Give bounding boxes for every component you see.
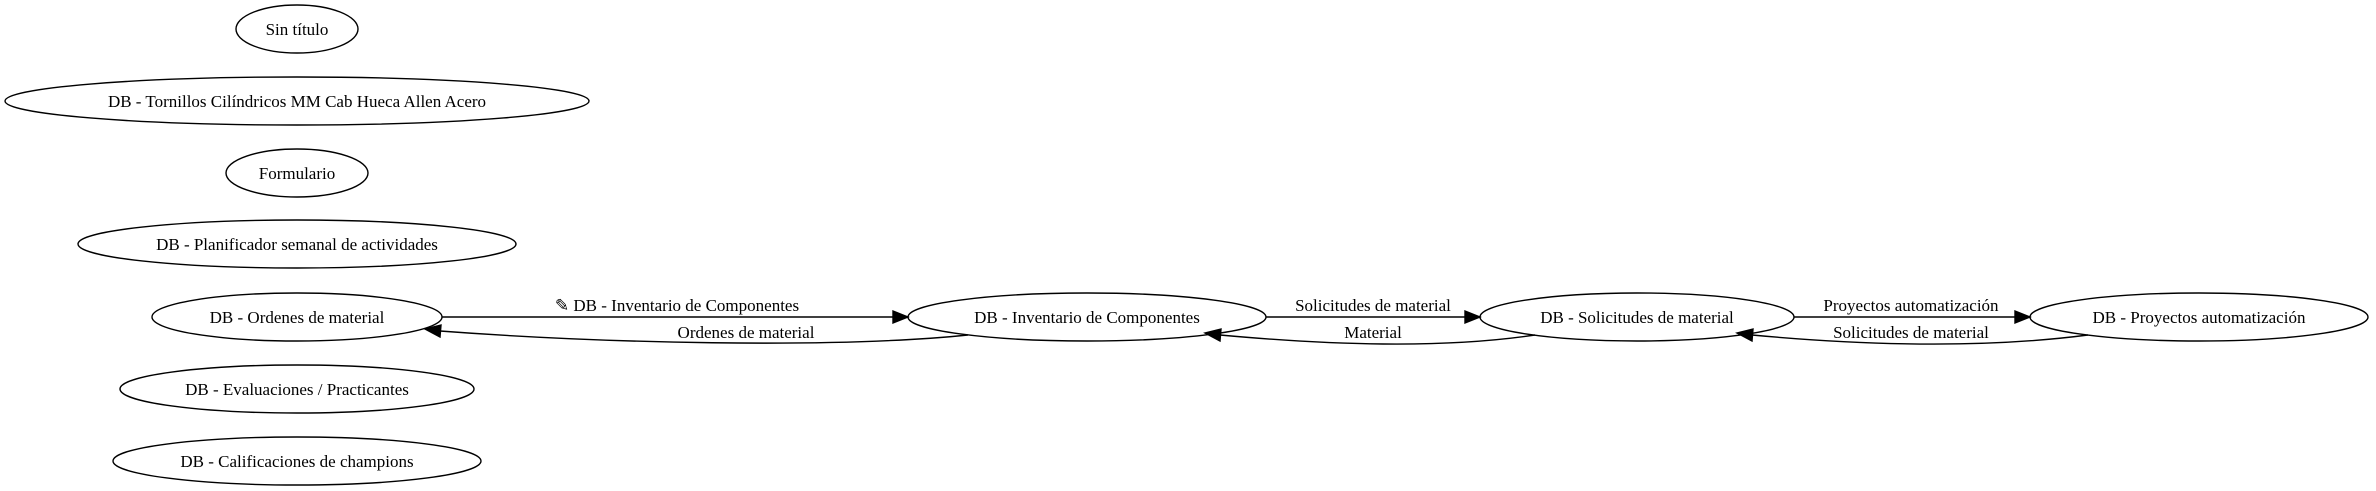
node-formulario[interactable]: Formulario bbox=[225, 148, 369, 198]
edge-proyectos-to-solicitudes[interactable]: Solicitudes de material bbox=[1735, 323, 2089, 345]
edge-label: ✎ DB - Inventario de Componentes bbox=[555, 296, 799, 315]
arrowhead-icon bbox=[892, 309, 910, 325]
node-label: DB - Tornillos Cilíndricos MM Cab Hueca … bbox=[108, 92, 486, 111]
node-evaluaciones[interactable]: DB - Evaluaciones / Practicantes bbox=[119, 364, 475, 414]
node-tornillos[interactable]: DB - Tornillos Cilíndricos MM Cab Hueca … bbox=[4, 76, 590, 126]
edge-label: Solicitudes de material bbox=[1295, 296, 1451, 315]
node-label: DB - Proyectos automatización bbox=[2093, 308, 2306, 327]
edge-solicitudes-to-proyectos[interactable]: Proyectos automatización bbox=[1794, 296, 2032, 325]
node-label: Sin título bbox=[266, 20, 329, 39]
node-solicitudes[interactable]: DB - Solicitudes de material bbox=[1479, 292, 1795, 342]
arrowhead-icon bbox=[1203, 328, 1222, 343]
node-label: DB - Planificador semanal de actividades bbox=[156, 235, 438, 254]
arrowhead-icon bbox=[1735, 328, 1754, 343]
edge-inventario-to-ordenes[interactable]: Ordenes de material bbox=[423, 323, 969, 344]
node-proyectos[interactable]: DB - Proyectos automatización bbox=[2029, 292, 2369, 342]
node-label: DB - Evaluaciones / Practicantes bbox=[185, 380, 409, 399]
edge-label: Ordenes de material bbox=[678, 323, 815, 342]
node-label: DB - Calificaciones de champions bbox=[180, 452, 413, 471]
arrowhead-icon bbox=[2014, 309, 2032, 325]
arrowhead-icon bbox=[1464, 309, 1482, 325]
node-planificador[interactable]: DB - Planificador semanal de actividades bbox=[77, 219, 517, 269]
node-label: Formulario bbox=[259, 164, 336, 183]
edge-label: Material bbox=[1344, 323, 1402, 342]
node-ordenes[interactable]: DB - Ordenes de material bbox=[151, 292, 443, 342]
edge-inventario-to-solicitudes[interactable]: Solicitudes de material bbox=[1266, 296, 1482, 325]
edge-solicitudes-to-inventario[interactable]: Material bbox=[1203, 323, 1536, 345]
arrowhead-icon bbox=[423, 324, 442, 339]
node-label: DB - Solicitudes de material bbox=[1540, 308, 1734, 327]
edge-label: Proyectos automatización bbox=[1823, 296, 1999, 315]
node-sin-titulo[interactable]: Sin título bbox=[235, 4, 359, 54]
node-calificaciones[interactable]: DB - Calificaciones de champions bbox=[112, 436, 482, 486]
node-label: DB - Ordenes de material bbox=[210, 308, 385, 327]
node-label: DB - Inventario de Componentes bbox=[974, 308, 1200, 327]
edge-ordenes-to-inventario[interactable]: ✎ DB - Inventario de Componentes bbox=[442, 296, 910, 325]
edge-label: Solicitudes de material bbox=[1833, 323, 1989, 342]
